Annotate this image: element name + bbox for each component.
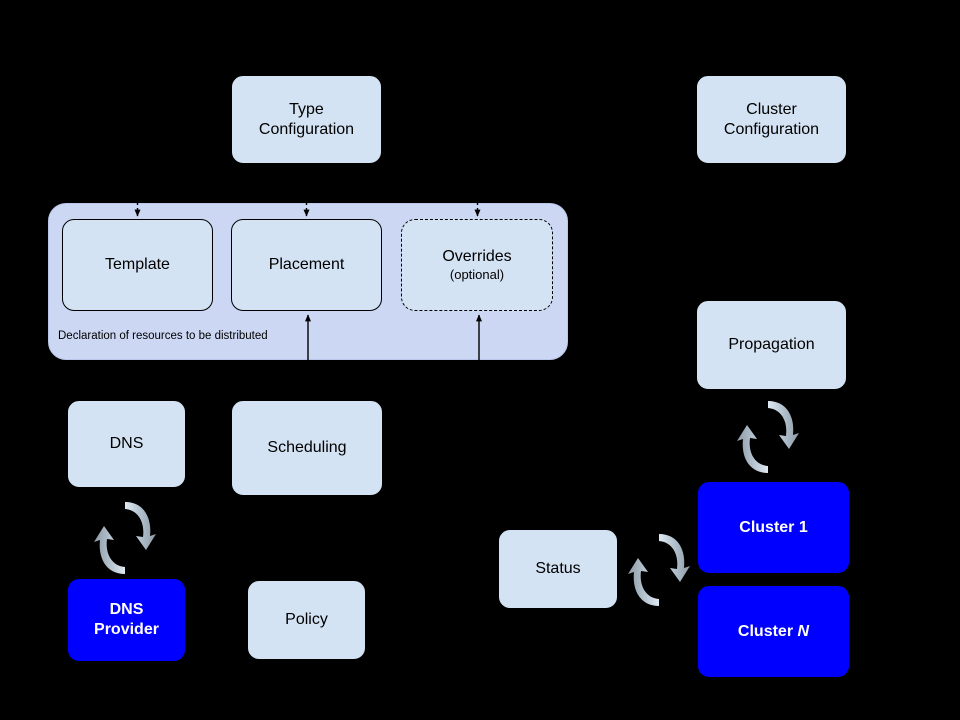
node-label: Type Configuration	[258, 100, 355, 138]
sync-icon-status-cluster	[628, 534, 690, 606]
node-placement[interactable]: Placement	[231, 219, 382, 311]
node-dns[interactable]: DNS	[67, 400, 186, 488]
node-scheduling[interactable]: Scheduling	[231, 400, 383, 496]
node-label: DNS	[109, 435, 144, 452]
node-propagation[interactable]: Propagation	[696, 300, 847, 390]
node-policy[interactable]: Policy	[247, 580, 366, 660]
node-label: Overrides	[442, 247, 512, 265]
node-label: Template	[105, 256, 170, 273]
node-label: Policy	[285, 611, 328, 628]
node-label-emphasis: N	[797, 622, 810, 640]
node-label: Cluster 1	[739, 518, 808, 536]
node-label: Placement	[268, 256, 345, 273]
node-type-configuration[interactable]: Type Configuration	[231, 75, 382, 164]
sync-icon-dns	[94, 502, 156, 574]
node-label: Status	[535, 560, 581, 577]
node-label: Propagation	[728, 336, 815, 353]
node-dns-provider[interactable]: DNS Provider	[67, 578, 186, 662]
node-cluster-configuration[interactable]: Cluster Configuration	[696, 75, 847, 164]
node-sublabel: (optional)	[449, 266, 505, 282]
node-template[interactable]: Template	[62, 219, 213, 311]
federated-resource-group-caption: Declaration of resources to be distribut…	[58, 330, 268, 342]
node-label: Cluster Configuration	[723, 100, 820, 138]
node-overrides[interactable]: Overrides(optional)	[401, 219, 553, 311]
node-label: Scheduling	[267, 439, 347, 456]
node-status[interactable]: Status	[498, 529, 618, 609]
sync-icon-propagation-cluster	[737, 401, 799, 473]
node-cluster-n[interactable]: Cluster N	[697, 585, 850, 678]
node-label: DNS Provider	[94, 601, 159, 638]
node-label: Cluster N	[737, 622, 810, 640]
node-cluster-1[interactable]: Cluster 1	[697, 481, 850, 574]
